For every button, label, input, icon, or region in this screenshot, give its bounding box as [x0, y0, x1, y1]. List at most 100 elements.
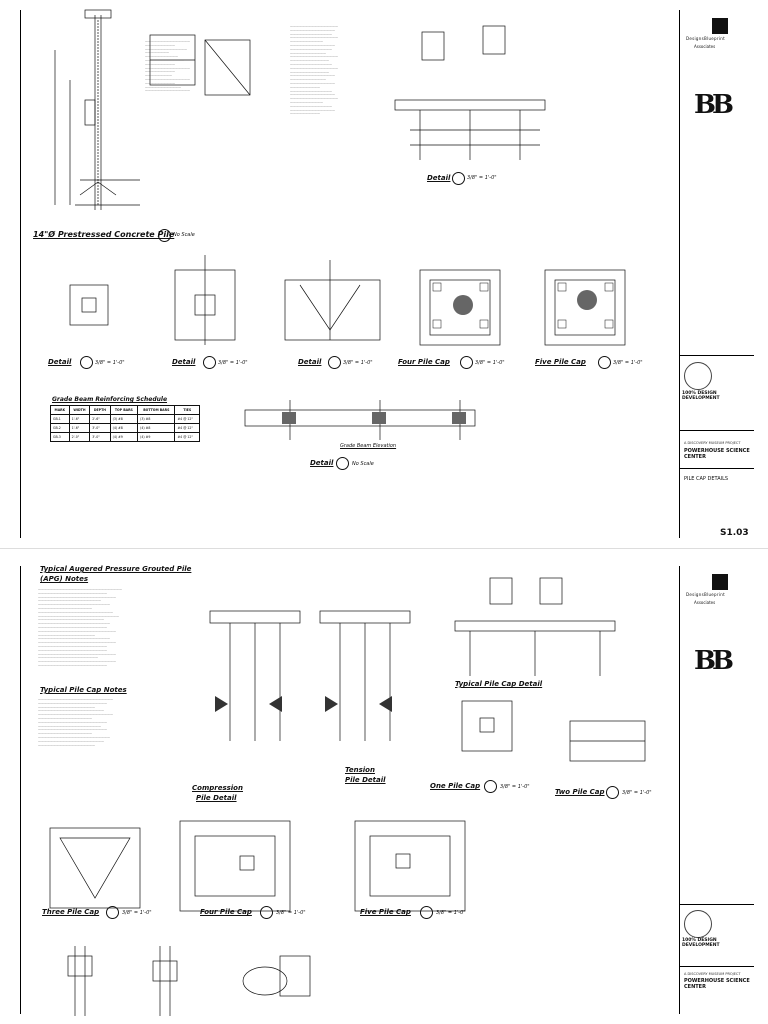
pile-notes-text: ————————————————————————————————————————… — [145, 39, 190, 93]
detail-title: Detail — [172, 358, 196, 366]
schedule-cell: 3'-0" — [89, 432, 111, 442]
schedule-cell: 3'-0" — [89, 423, 111, 433]
schedule-header: WIDTH — [68, 405, 91, 415]
project-line: A DISCOVERY MUSEUM PROJECT — [684, 441, 741, 445]
detail-scale: 3/8" = 1'-0" — [276, 910, 306, 916]
bb-logo: BB — [694, 646, 734, 676]
project-name-2: CENTER — [684, 454, 706, 460]
detail-scale: 3/8" = 1'-0" — [467, 175, 497, 181]
schedule-header: MARK — [50, 405, 70, 415]
schedule-header-row: MARK WIDTH DEPTH TOP BARS BOTTOM BARS TI… — [50, 405, 200, 415]
table-row: GB-1 1'-6" 2'-6" (3) #8 (3) #8 #4 @ 12" — [50, 414, 200, 424]
engineer-seal — [684, 362, 712, 390]
elevation-title: Grade Beam Elevation — [340, 443, 397, 449]
schedule-header: TOP BARS — [109, 405, 139, 415]
sheet-border — [20, 566, 678, 1014]
project-line: A DISCOVERY MUSEUM PROJECT — [684, 972, 741, 976]
schedule-header: TIES — [174, 405, 200, 415]
table-row: GB-2 1'-6" 3'-0" (4) #8 (4) #8 #4 @ 12" — [50, 423, 200, 433]
title-block: DesignsBlueprint Associates BB 100% DESI… — [679, 566, 754, 1014]
sheet-border — [20, 10, 678, 538]
section-marker — [484, 780, 497, 793]
section-marker — [158, 229, 171, 242]
detail-scale: 3/8" = 1'-0" — [95, 360, 125, 366]
section-marker — [80, 356, 93, 369]
pile-detail-scale: No Scale — [173, 232, 195, 238]
bb-logo: BB — [694, 90, 734, 120]
section-marker — [203, 356, 216, 369]
detail-scale: 3/8" = 1'-0" — [218, 360, 248, 366]
tension-title-1: Tension — [345, 766, 375, 774]
engineer-seal — [684, 910, 712, 938]
firm-name: DesignsBlueprint — [686, 592, 725, 597]
status-label: 100% DESIGN DEVELOPMENT — [682, 938, 720, 948]
schedule-cell: (3) #8 — [137, 414, 176, 424]
detail-title: Detail — [298, 358, 322, 366]
section-marker — [452, 172, 465, 185]
tension-title-2: Pile Detail — [345, 776, 386, 784]
drawing-sheet-top: ————————————————————————————————————————… — [20, 9, 754, 538]
detail-title: Detail — [427, 174, 451, 182]
schedule-cell: (4) #8 — [109, 423, 139, 433]
five-pile-cap-title: Five Pile Cap — [535, 358, 586, 366]
detail-title: Detail — [48, 358, 72, 366]
title-block: DesignsBlueprint Associates BB 100% DESI… — [679, 10, 754, 538]
status-label: 100% DESIGN DEVELOPMENT — [682, 391, 720, 401]
detail-scale: 3/8" = 1'-0" — [343, 360, 373, 366]
apg-notes-title: Typical Augered Pressure Grouted Pile — [40, 565, 192, 573]
schedule-cell: (4) #9 — [137, 432, 176, 442]
schedule-header: DEPTH — [89, 405, 111, 415]
compression-title-1: Compression — [192, 784, 243, 792]
compression-title-2: Pile Detail — [196, 794, 237, 802]
project-name-1: POWERHOUSE SCIENCE — [684, 978, 750, 984]
schedule-cell: 2'-0" — [68, 432, 91, 442]
three-pile-cap-title: Three Pile Cap — [42, 908, 100, 916]
four-pile-cap-title: Four Pile Cap — [200, 908, 252, 916]
two-pile-cap-title: Two Pile Cap — [555, 788, 605, 796]
detail-scale: 3/8" = 1'-0" — [436, 910, 466, 916]
schedule-cell: 1'-6" — [68, 414, 91, 424]
schedule-cell: 1'-6" — [68, 423, 91, 433]
schedule-cell: 2'-6" — [89, 414, 111, 424]
section-marker — [328, 356, 341, 369]
schedule-cell: (3) #8 — [109, 414, 139, 424]
detail-scale: 3/8" = 1'-0" — [613, 360, 643, 366]
schedule-cell: #4 @ 12" — [174, 414, 200, 424]
apg-notes-title-2: (APG) Notes — [40, 575, 89, 583]
firm-name: DesignsBlueprint — [686, 36, 725, 41]
pile-detail-title: 14"Ø Prestressed Concrete Pile — [33, 230, 175, 239]
apg-notes-text: ————————————————————————————————————————… — [38, 587, 122, 667]
section-marker — [106, 906, 119, 919]
schedule-cell: GB-3 — [50, 432, 70, 442]
project-name-2: CENTER — [684, 984, 706, 990]
sheet-title: PILE CAP DETAILS — [684, 476, 729, 482]
section-marker — [260, 906, 273, 919]
pile-cap-notes-text: ————————————————————————————————————————… — [38, 697, 113, 747]
section-marker — [420, 906, 433, 919]
schedule-header: BOTTOM BARS — [137, 405, 176, 415]
section-marker — [606, 786, 619, 799]
detail-scale: 3/8" = 1'-0" — [122, 910, 152, 916]
detail-scale: 3/8" = 1'-0" — [475, 360, 505, 366]
drawing-linework-bottom — [49, 577, 646, 1016]
section-marker — [460, 356, 473, 369]
drawing-linework-top — [54, 9, 626, 440]
pile-cap-notes-title: Typical Pile Cap Notes — [40, 686, 127, 694]
typical-pile-cap-title: Typical Pile Cap Detail — [455, 680, 543, 688]
schedule-cell: GB-1 — [50, 414, 70, 424]
grade-beam-schedule: MARK WIDTH DEPTH TOP BARS BOTTOM BARS TI… — [50, 405, 200, 442]
schedule-cell: GB-2 — [50, 423, 70, 433]
section-marker — [598, 356, 611, 369]
detail-scale: 3/8" = 1'-0" — [500, 784, 530, 790]
schedule-cell: #4 @ 12" — [174, 423, 200, 433]
detail-title: Detail — [310, 459, 334, 467]
general-notes-text: ————————————————————————————————————————… — [290, 24, 338, 116]
four-pile-cap-title: Four Pile Cap — [398, 358, 450, 366]
detail-scale: No Scale — [352, 461, 374, 467]
section-marker — [336, 457, 349, 470]
table-row: GB-3 2'-0" 3'-0" (4) #9 (4) #9 #4 @ 12" — [50, 432, 200, 442]
firm-sub: Associates — [694, 44, 716, 49]
project-name-1: POWERHOUSE SCIENCE — [684, 448, 750, 454]
firm-sub: Associates — [694, 600, 716, 605]
schedule-cell: (4) #9 — [109, 432, 139, 442]
